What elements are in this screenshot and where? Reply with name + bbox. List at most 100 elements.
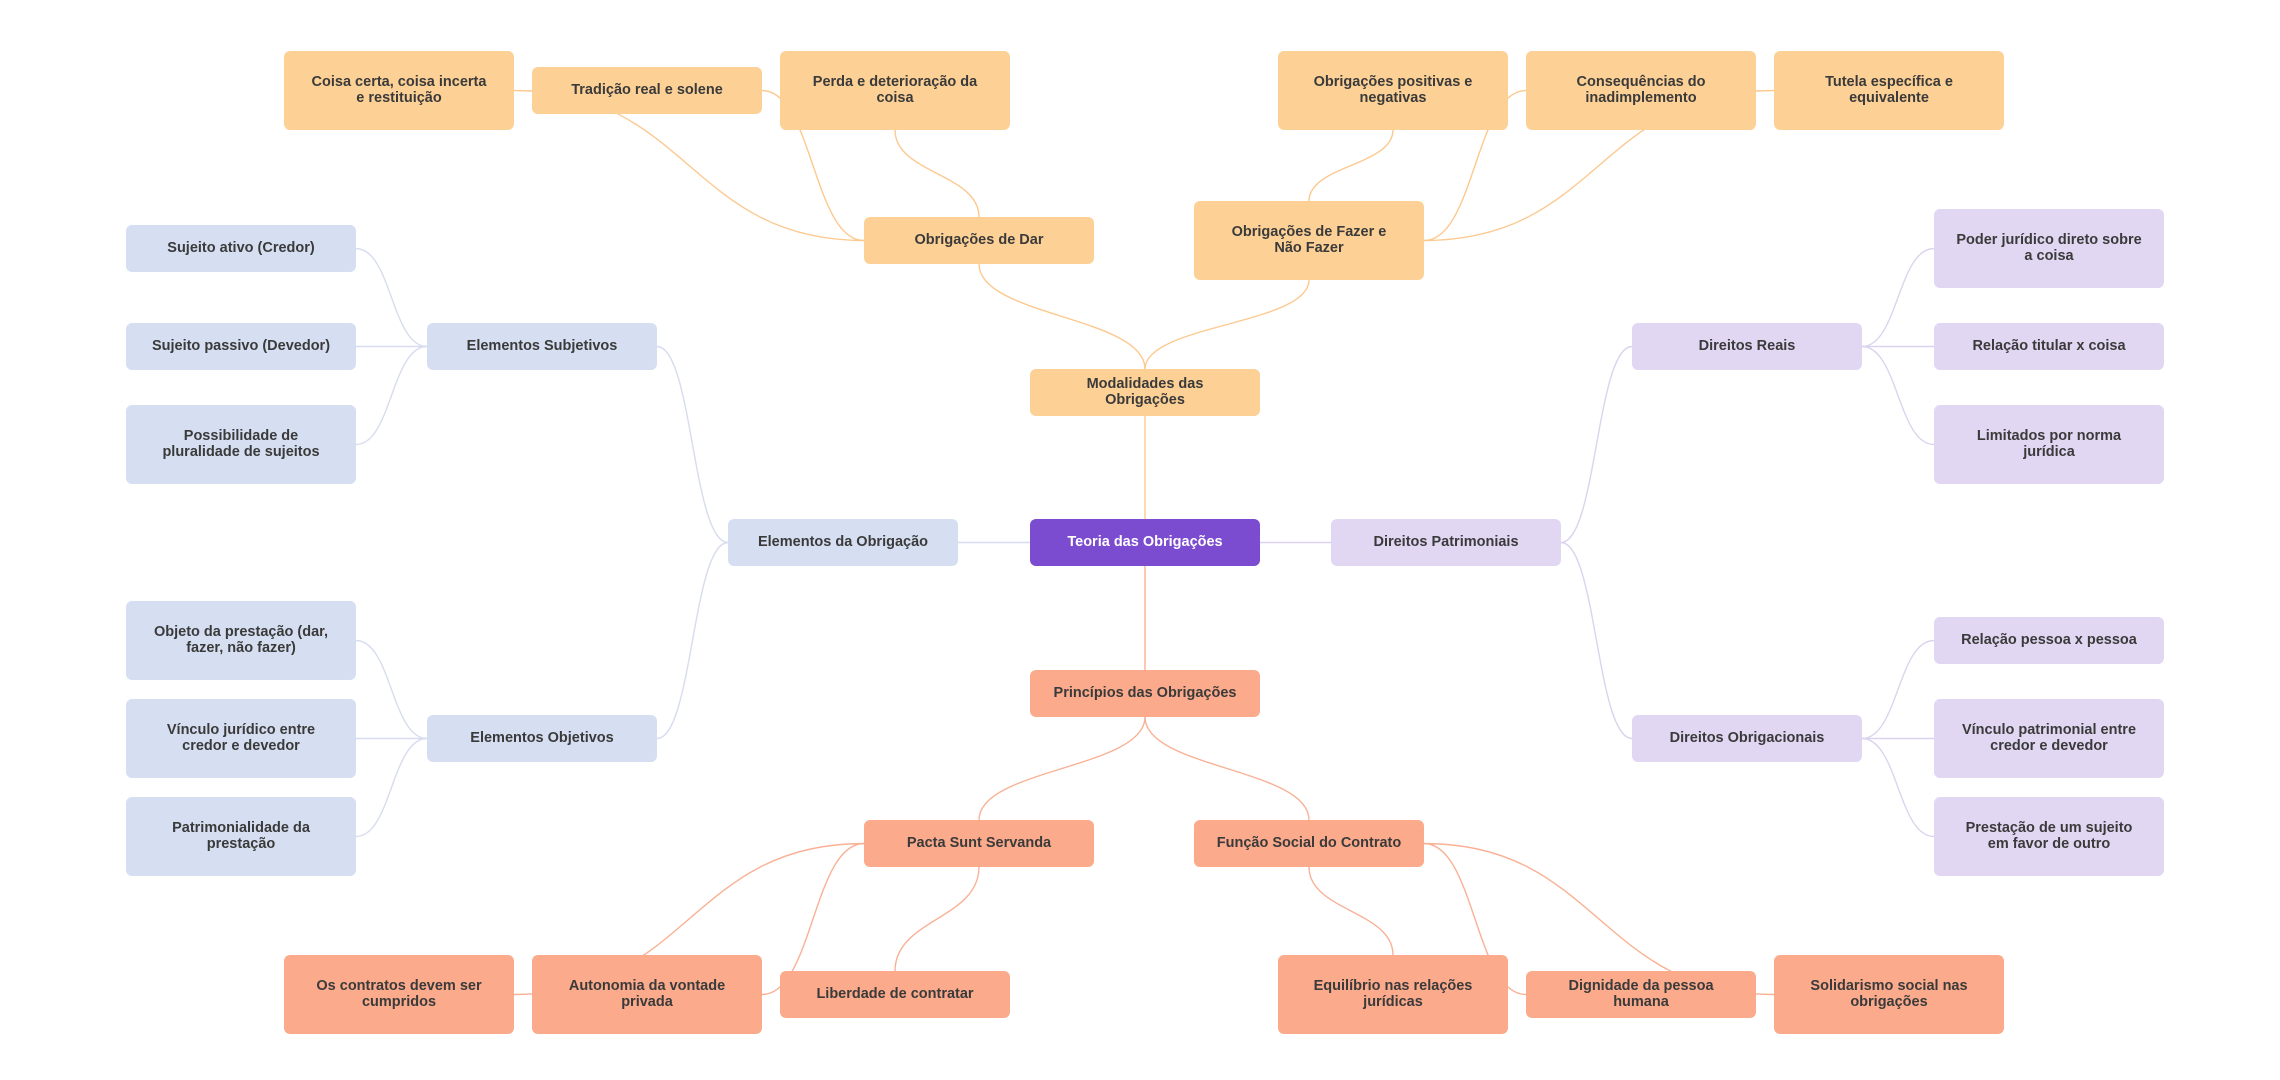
branch-node-principios-label: Princípios das Obrigações — [1053, 684, 1237, 701]
leaf-node-pluralidade[interactable]: Possibilidade de pluralidade de sujeitos — [126, 405, 356, 484]
leaf-node-poder[interactable]: Poder jurídico direto sobre a coisa — [1934, 209, 2164, 288]
connector-pacta-autonomia — [761, 842, 865, 996]
connector-obrigacionais-prestacao-sujeito — [1861, 737, 1935, 838]
leaf-node-liberdade-label: Liberdade de contratar — [816, 985, 974, 1002]
connector-objetivos-patrimonialidade — [355, 737, 428, 838]
connector-reais-limitados — [1861, 345, 1935, 446]
subtopic-node-obrigacionais-label: Direitos Obrigacionais — [1669, 729, 1825, 746]
connector-principios-pacta — [978, 716, 1146, 821]
subtopic-node-fazer[interactable]: Obrigações de Fazer e Não Fazer — [1194, 201, 1424, 280]
leaf-node-titular[interactable]: Relação titular x coisa — [1934, 323, 2164, 370]
connector-obrigacionais-pessoa — [1861, 639, 1935, 740]
branch-node-modalidades-label: Modalidades das Obrigações — [1086, 375, 1204, 408]
connector-objetivos-objeto — [355, 639, 428, 740]
connector-fazer-consequencias — [1423, 89, 1527, 242]
leaf-node-pessoa[interactable]: Relação pessoa x pessoa — [1934, 617, 2164, 664]
leaf-node-patrimonialidade[interactable]: Patrimonialidade da prestação — [126, 797, 356, 876]
leaf-node-passivo-label: Sujeito passivo (Devedor) — [151, 337, 331, 354]
leaf-node-positivas-label: Obrigações positivas e negativas — [1313, 73, 1473, 106]
connector-dar-perda — [894, 129, 980, 218]
subtopic-node-fazer-label: Obrigações de Fazer e Não Fazer — [1231, 223, 1387, 256]
connector-elementos-objetivos — [656, 541, 729, 740]
connector-patrimoniais-reais — [1560, 345, 1633, 544]
subtopic-node-obrigacionais[interactable]: Direitos Obrigacionais — [1632, 715, 1862, 762]
connector-modalidades-dar — [978, 263, 1146, 370]
leaf-node-solidarismo[interactable]: Solidarismo social nas obrigações — [1774, 955, 2004, 1034]
subtopic-node-dar[interactable]: Obrigações de Dar — [864, 217, 1094, 264]
subtopic-node-pacta[interactable]: Pacta Sunt Servanda — [864, 820, 1094, 867]
leaf-node-coisa-certa[interactable]: Coisa certa, coisa incerta e restituição — [284, 51, 514, 130]
leaf-node-cumpridos-label: Os contratos devem ser cumpridos — [316, 977, 482, 1010]
leaf-node-titular-label: Relação titular x coisa — [1972, 337, 2126, 354]
leaf-node-ativo-label: Sujeito ativo (Credor) — [167, 239, 315, 256]
leaf-node-tradicao[interactable]: Tradição real e solene — [532, 67, 762, 114]
leaf-node-equilibrio-label: Equilíbrio nas relações jurídicas — [1313, 977, 1473, 1010]
subtopic-node-subjetivos-label: Elementos Subjetivos — [466, 337, 618, 354]
leaf-node-objeto[interactable]: Objeto da prestação (dar, fazer, não faz… — [126, 601, 356, 680]
leaf-node-prestacao-sujeito[interactable]: Prestação de um sujeito em favor de outr… — [1934, 797, 2164, 876]
leaf-node-autonomia[interactable]: Autonomia da vontade privada — [532, 955, 762, 1034]
connector-subjetivos-ativo — [355, 247, 428, 348]
subtopic-node-reais[interactable]: Direitos Reais — [1632, 323, 1862, 370]
connector-fazer-positivas — [1308, 129, 1394, 202]
subtopic-node-dar-label: Obrigações de Dar — [914, 231, 1044, 248]
leaf-node-positivas[interactable]: Obrigações positivas e negativas — [1278, 51, 1508, 130]
leaf-node-patrimonialidade-label: Patrimonialidade da prestação — [172, 819, 310, 852]
connector-patrimoniais-obrigacionais — [1560, 541, 1633, 740]
leaf-node-passivo[interactable]: Sujeito passivo (Devedor) — [126, 323, 356, 370]
subtopic-node-objetivos[interactable]: Elementos Objetivos — [427, 715, 657, 762]
leaf-node-tradicao-label: Tradição real e solene — [571, 81, 723, 98]
leaf-node-consequencias[interactable]: Consequências do inadimplemento — [1526, 51, 1756, 130]
leaf-node-vinculo-juridico-label: Vínculo jurídico entre credor e devedor — [166, 721, 316, 754]
subtopic-node-subjetivos[interactable]: Elementos Subjetivos — [427, 323, 657, 370]
leaf-node-pluralidade-label: Possibilidade de pluralidade de sujeitos — [162, 427, 320, 460]
connector-principios-funcao — [1144, 716, 1310, 821]
leaf-node-tutela-label: Tutela específica e equivalente — [1825, 73, 1953, 106]
leaf-node-poder-label: Poder jurídico direto sobre a coisa — [1956, 231, 2142, 264]
subtopic-node-reais-label: Direitos Reais — [1698, 337, 1796, 354]
leaf-node-objeto-label: Objeto da prestação (dar, fazer, não faz… — [153, 623, 329, 656]
leaf-node-liberdade[interactable]: Liberdade de contratar — [780, 971, 1010, 1018]
leaf-node-vinculo-patrimonial[interactable]: Vínculo patrimonial entre credor e deved… — [1934, 699, 2164, 778]
leaf-node-dignidade-label: Dignidade da pessoa humana — [1568, 977, 1714, 1010]
leaf-node-tutela[interactable]: Tutela específica e equivalente — [1774, 51, 2004, 130]
subtopic-node-funcao-label: Função Social do Contrato — [1216, 834, 1402, 851]
branch-node-elementos-label: Elementos da Obrigação — [757, 533, 929, 550]
subtopic-node-objetivos-label: Elementos Objetivos — [470, 729, 614, 746]
root-node-label: Teoria das Obrigações — [1067, 533, 1223, 550]
branch-node-principios[interactable]: Princípios das Obrigações — [1030, 670, 1260, 717]
leaf-node-perda-label: Perda e deterioração da coisa — [812, 73, 978, 106]
leaf-node-autonomia-label: Autonomia da vontade privada — [568, 977, 726, 1010]
branch-node-modalidades[interactable]: Modalidades das Obrigações — [1030, 369, 1260, 416]
branch-node-patrimoniais-label: Direitos Patrimoniais — [1373, 533, 1519, 550]
connector-modalidades-fazer — [1144, 279, 1310, 370]
connector-elementos-subjetivos — [656, 345, 729, 544]
leaf-node-limitados-label: Limitados por norma jurídica — [1976, 427, 2122, 460]
subtopic-node-funcao[interactable]: Função Social do Contrato — [1194, 820, 1424, 867]
root-node[interactable]: Teoria das Obrigações — [1030, 519, 1260, 566]
leaf-node-equilibrio[interactable]: Equilíbrio nas relações jurídicas — [1278, 955, 1508, 1034]
branch-node-elementos[interactable]: Elementos da Obrigação — [728, 519, 958, 566]
leaf-node-consequencias-label: Consequências do inadimplemento — [1576, 73, 1706, 106]
leaf-node-prestacao-sujeito-label: Prestação de um sujeito em favor de outr… — [1965, 819, 2133, 852]
connector-funcao-dignidade — [1423, 842, 1527, 996]
connector-dar-tradicao — [761, 89, 865, 242]
leaf-node-vinculo-patrimonial-label: Vínculo patrimonial entre credor e deved… — [1961, 721, 2137, 754]
leaf-node-coisa-certa-label: Coisa certa, coisa incerta e restituição — [311, 73, 487, 106]
connector-subjetivos-pluralidade — [355, 345, 428, 446]
leaf-node-limitados[interactable]: Limitados por norma jurídica — [1934, 405, 2164, 484]
connector-funcao-equilibrio — [1308, 866, 1394, 956]
connector-reais-poder — [1861, 247, 1935, 348]
leaf-node-solidarismo-label: Solidarismo social nas obrigações — [1810, 977, 1968, 1010]
subtopic-node-pacta-label: Pacta Sunt Servanda — [906, 834, 1052, 851]
leaf-node-pessoa-label: Relação pessoa x pessoa — [1961, 631, 2137, 648]
connector-pacta-liberdade — [894, 866, 980, 972]
leaf-node-perda[interactable]: Perda e deterioração da coisa — [780, 51, 1010, 130]
leaf-node-ativo[interactable]: Sujeito ativo (Credor) — [126, 225, 356, 272]
leaf-node-cumpridos[interactable]: Os contratos devem ser cumpridos — [284, 955, 514, 1034]
branch-node-patrimoniais[interactable]: Direitos Patrimoniais — [1331, 519, 1561, 566]
leaf-node-vinculo-juridico[interactable]: Vínculo jurídico entre credor e devedor — [126, 699, 356, 778]
leaf-node-dignidade[interactable]: Dignidade da pessoa humana — [1526, 971, 1756, 1018]
